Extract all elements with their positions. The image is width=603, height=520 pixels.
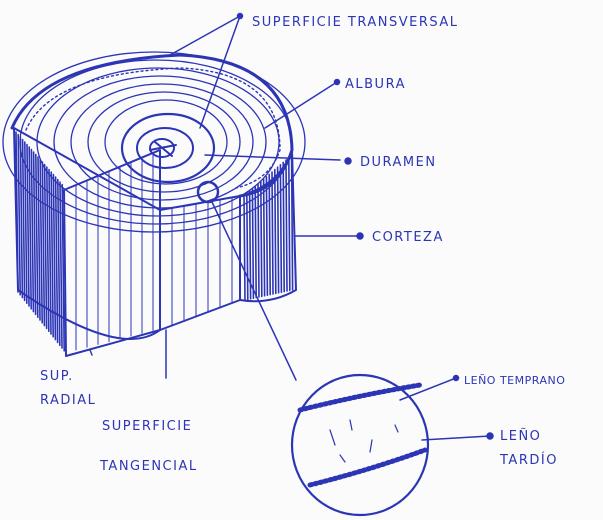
leader-leno-tardio: [422, 436, 490, 440]
label-corteza: CORTEZA: [372, 230, 444, 245]
leader-duramen: [205, 155, 340, 160]
label-superficie-tangencial-1: SUPERFICIE: [102, 419, 192, 434]
label-leno-tardio-1: LEÑO: [500, 428, 541, 444]
earlywood-marks: [330, 420, 398, 462]
leader-sup-radial: [90, 350, 92, 355]
leader-superficie-transversal: [170, 16, 240, 128]
label-superficie-transversal: SUPERFICIE TRANSVERSAL: [252, 15, 459, 30]
latewood-band-2: [310, 450, 425, 485]
label-duramen: DURAMEN: [360, 155, 437, 170]
label-superficie-tangencial-2: TANGENCIAL: [99, 459, 198, 474]
label-leno-tardio-2: TARDÍO: [499, 452, 558, 468]
heartwood-center: [122, 114, 214, 182]
trunk-drawing: [3, 52, 305, 356]
label-leno-temprano: LEÑO TEMPRANO: [464, 374, 565, 387]
magnified-detail: [292, 375, 428, 515]
label-sup-radial-2: RADIAL: [40, 393, 96, 408]
bark-hatching-right: [244, 155, 293, 300]
label-sup-radial-1: SUP.: [40, 369, 74, 384]
label-albura: ALBURA: [345, 77, 406, 92]
bark-hatching-left: [16, 132, 64, 351]
